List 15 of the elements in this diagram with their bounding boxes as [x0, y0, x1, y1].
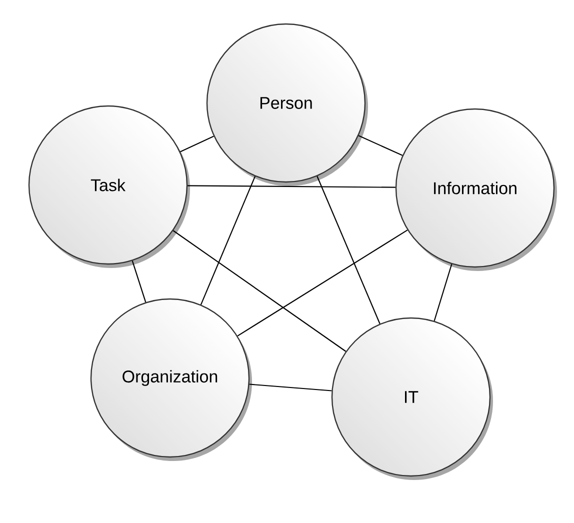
circle-node: IT	[331, 317, 491, 477]
connector-line	[237, 230, 408, 336]
circle-node: Information	[395, 108, 555, 268]
circle-node: Task	[28, 105, 188, 265]
connector-line	[200, 176, 256, 305]
connector-line	[316, 176, 380, 324]
connector-line	[172, 230, 346, 352]
connector-line	[180, 136, 214, 152]
connector-line	[358, 135, 403, 156]
circle-node: Organization	[90, 298, 250, 458]
connector-line	[188, 185, 396, 188]
connector-line	[434, 264, 452, 322]
connector-line	[132, 260, 146, 302]
circle-node: Person	[206, 23, 366, 183]
connector-line	[249, 384, 332, 392]
